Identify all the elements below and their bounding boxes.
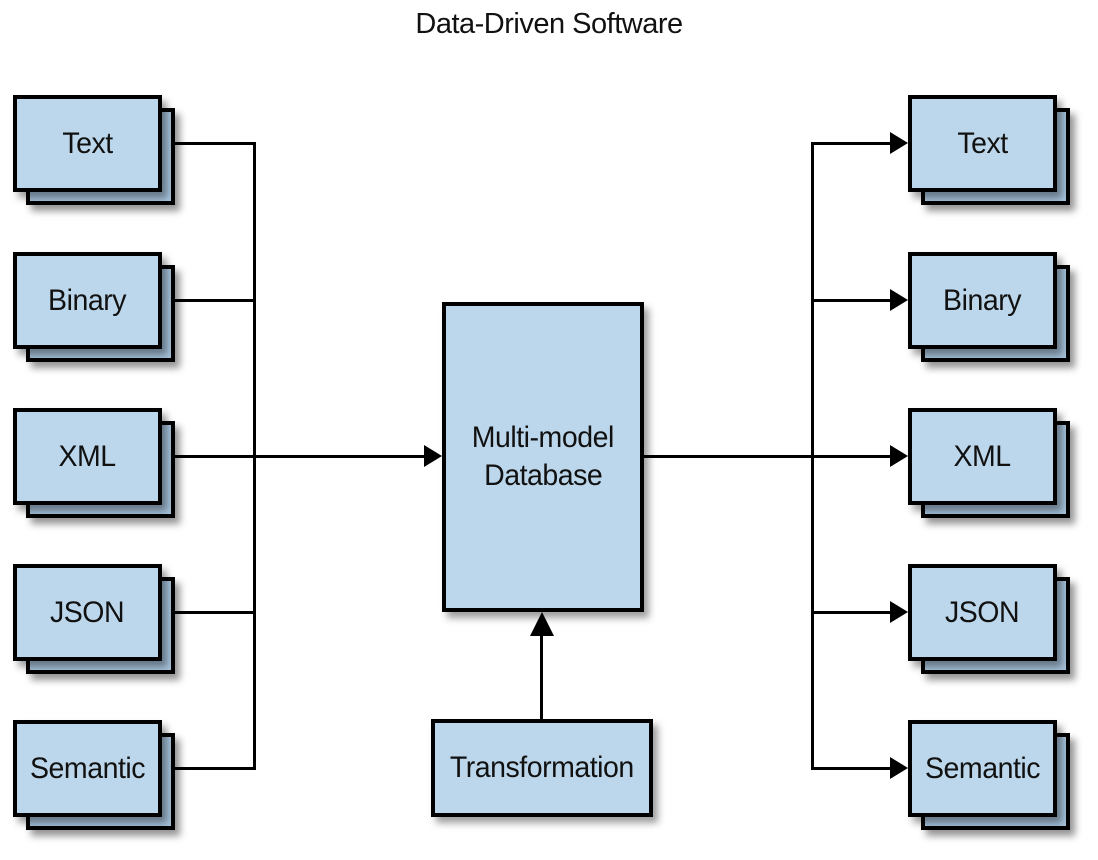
connector-line-output-json xyxy=(811,611,890,614)
source-box-binary: Binary xyxy=(13,252,175,362)
arrowhead-into-json xyxy=(890,601,908,623)
right-bus-line xyxy=(811,142,814,770)
source-box-text-label: Text xyxy=(62,126,113,160)
connector-line-source-xml-to-db xyxy=(150,455,424,458)
connector-line-output-semantic xyxy=(811,767,890,770)
arrowhead-into-text xyxy=(890,132,908,154)
source-box-binary-label: Binary xyxy=(48,283,127,317)
output-box-json: JSON xyxy=(908,564,1070,674)
stacked-page-front: Semantic xyxy=(908,720,1057,817)
connector-line-transformation xyxy=(540,634,543,719)
arrowhead-into-semantic xyxy=(890,757,908,779)
source-box-semantic: Semantic xyxy=(13,720,175,830)
output-box-semantic-label: Semantic xyxy=(924,751,1041,785)
connector-line-db-to-right-bus xyxy=(644,455,890,458)
arrowhead-into-database xyxy=(424,445,442,467)
stacked-page-front: Text xyxy=(13,95,162,192)
arrowhead-into-database-bottom xyxy=(530,612,554,636)
connector-line-source-json xyxy=(150,611,256,614)
stacked-page-front: Semantic xyxy=(13,720,162,817)
multi-model-database-box: Multi-model Database xyxy=(442,302,644,612)
stacked-page-front: XML xyxy=(13,408,162,505)
output-box-text-label: Text xyxy=(957,126,1008,160)
transformation-label: Transformation xyxy=(450,750,634,784)
stacked-page-front: Text xyxy=(908,95,1057,192)
connector-line-source-text xyxy=(150,142,256,145)
connector-line-output-binary xyxy=(811,299,890,302)
transformation-box: Transformation xyxy=(431,719,653,817)
output-box-binary: Binary xyxy=(908,252,1070,362)
arrowhead-into-binary xyxy=(890,289,908,311)
diagram-title: Data-Driven Software xyxy=(415,8,683,40)
arrowhead-into-xml xyxy=(890,445,908,467)
stacked-page-front: Binary xyxy=(908,252,1057,349)
output-box-xml: XML xyxy=(908,408,1070,518)
left-bus-line xyxy=(253,142,256,770)
stacked-page-front: JSON xyxy=(13,564,162,661)
source-box-text: Text xyxy=(13,95,175,205)
source-box-xml: XML xyxy=(13,408,175,518)
output-box-json-label: JSON xyxy=(945,595,1020,629)
source-box-xml-label: XML xyxy=(58,439,117,473)
output-box-binary-label: Binary xyxy=(943,283,1022,317)
connector-line-source-binary xyxy=(150,299,256,302)
database-label-line1: Multi-model xyxy=(471,420,615,454)
source-box-json: JSON xyxy=(13,564,175,674)
connector-line-output-text xyxy=(811,142,890,145)
source-box-semantic-label: Semantic xyxy=(29,751,146,785)
stacked-page-front: Binary xyxy=(13,252,162,349)
stacked-page-front: XML xyxy=(908,408,1057,505)
database-label-line2: Database xyxy=(483,459,603,492)
connector-line-source-semantic xyxy=(150,767,256,770)
source-box-json-label: JSON xyxy=(50,595,125,629)
output-box-text: Text xyxy=(908,95,1070,205)
stacked-page-front: JSON xyxy=(908,564,1057,661)
output-box-xml-label: XML xyxy=(953,439,1012,473)
output-box-semantic: Semantic xyxy=(908,720,1070,830)
